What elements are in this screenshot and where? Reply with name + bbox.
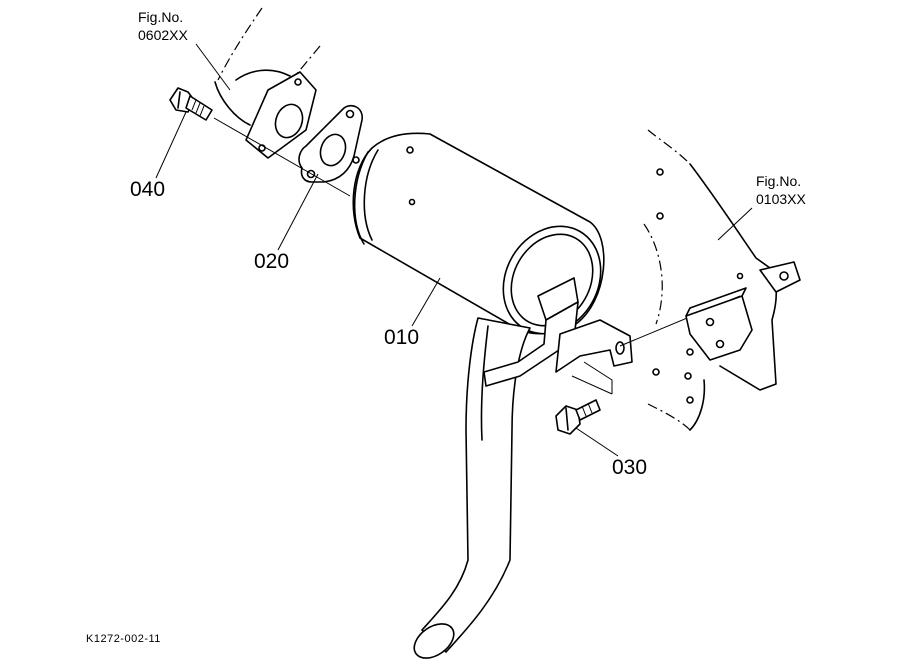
gasket-part-020	[298, 104, 363, 183]
bolt-part-030	[555, 399, 601, 435]
leader-010	[411, 277, 441, 327]
tail-pipe	[413, 317, 531, 659]
leader-030	[575, 427, 619, 457]
ref-right-line2: 0103XX	[756, 191, 806, 207]
leader-040	[155, 111, 187, 179]
callout-030: 030	[612, 456, 647, 479]
leader-020	[277, 173, 319, 251]
ref-top-left-line2: 0602XX	[138, 27, 188, 43]
frame-plate	[643, 129, 801, 431]
callout-040: 040	[130, 178, 165, 201]
ref-top-left-line1: Fig.No.	[138, 9, 183, 25]
leader-ref-0103	[717, 207, 753, 241]
callout-020: 020	[254, 250, 289, 273]
bolt-part-040	[169, 87, 213, 121]
callout-010: 010	[384, 326, 419, 349]
ref-right-line1: Fig.No.	[756, 173, 801, 189]
leader-ref-0602	[195, 43, 231, 91]
muffler-part-010	[352, 132, 605, 335]
exhaust-manifold	[214, 7, 321, 159]
muffler-bracket	[483, 277, 741, 395]
drawing-code: K1272-002-11	[86, 633, 161, 645]
